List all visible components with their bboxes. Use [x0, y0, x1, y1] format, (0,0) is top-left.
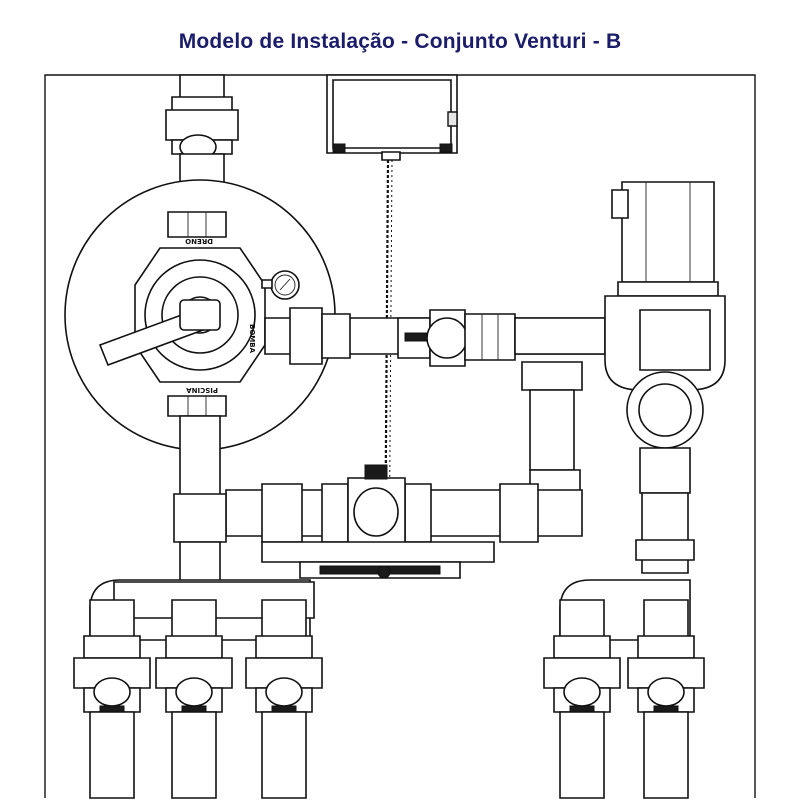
diagram-title: Modelo de Instalação - Conjunto Venturi …	[178, 30, 622, 53]
right-manifold	[560, 580, 690, 640]
venturi-injector	[262, 542, 494, 578]
pump-suction-pipe	[636, 493, 694, 573]
control-box	[327, 75, 457, 160]
bottom-valve-1	[74, 636, 150, 798]
piscina-label: PISCINA	[186, 386, 218, 394]
left-manifold	[90, 580, 314, 640]
pump-motor	[605, 182, 725, 493]
bottom-valve-4	[544, 636, 620, 798]
bottom-valve-5	[628, 636, 704, 798]
filter-tank: DRENO BOMBA PISCINA	[65, 180, 335, 450]
bomba-label: BOMBA	[248, 324, 256, 354]
venturi-crosspipe	[226, 465, 582, 548]
bottom-valve-3	[246, 636, 322, 798]
bottom-valve-2	[156, 636, 232, 798]
filter-outlet-pipe	[174, 416, 226, 582]
dreno-label: DRENO	[185, 237, 213, 245]
